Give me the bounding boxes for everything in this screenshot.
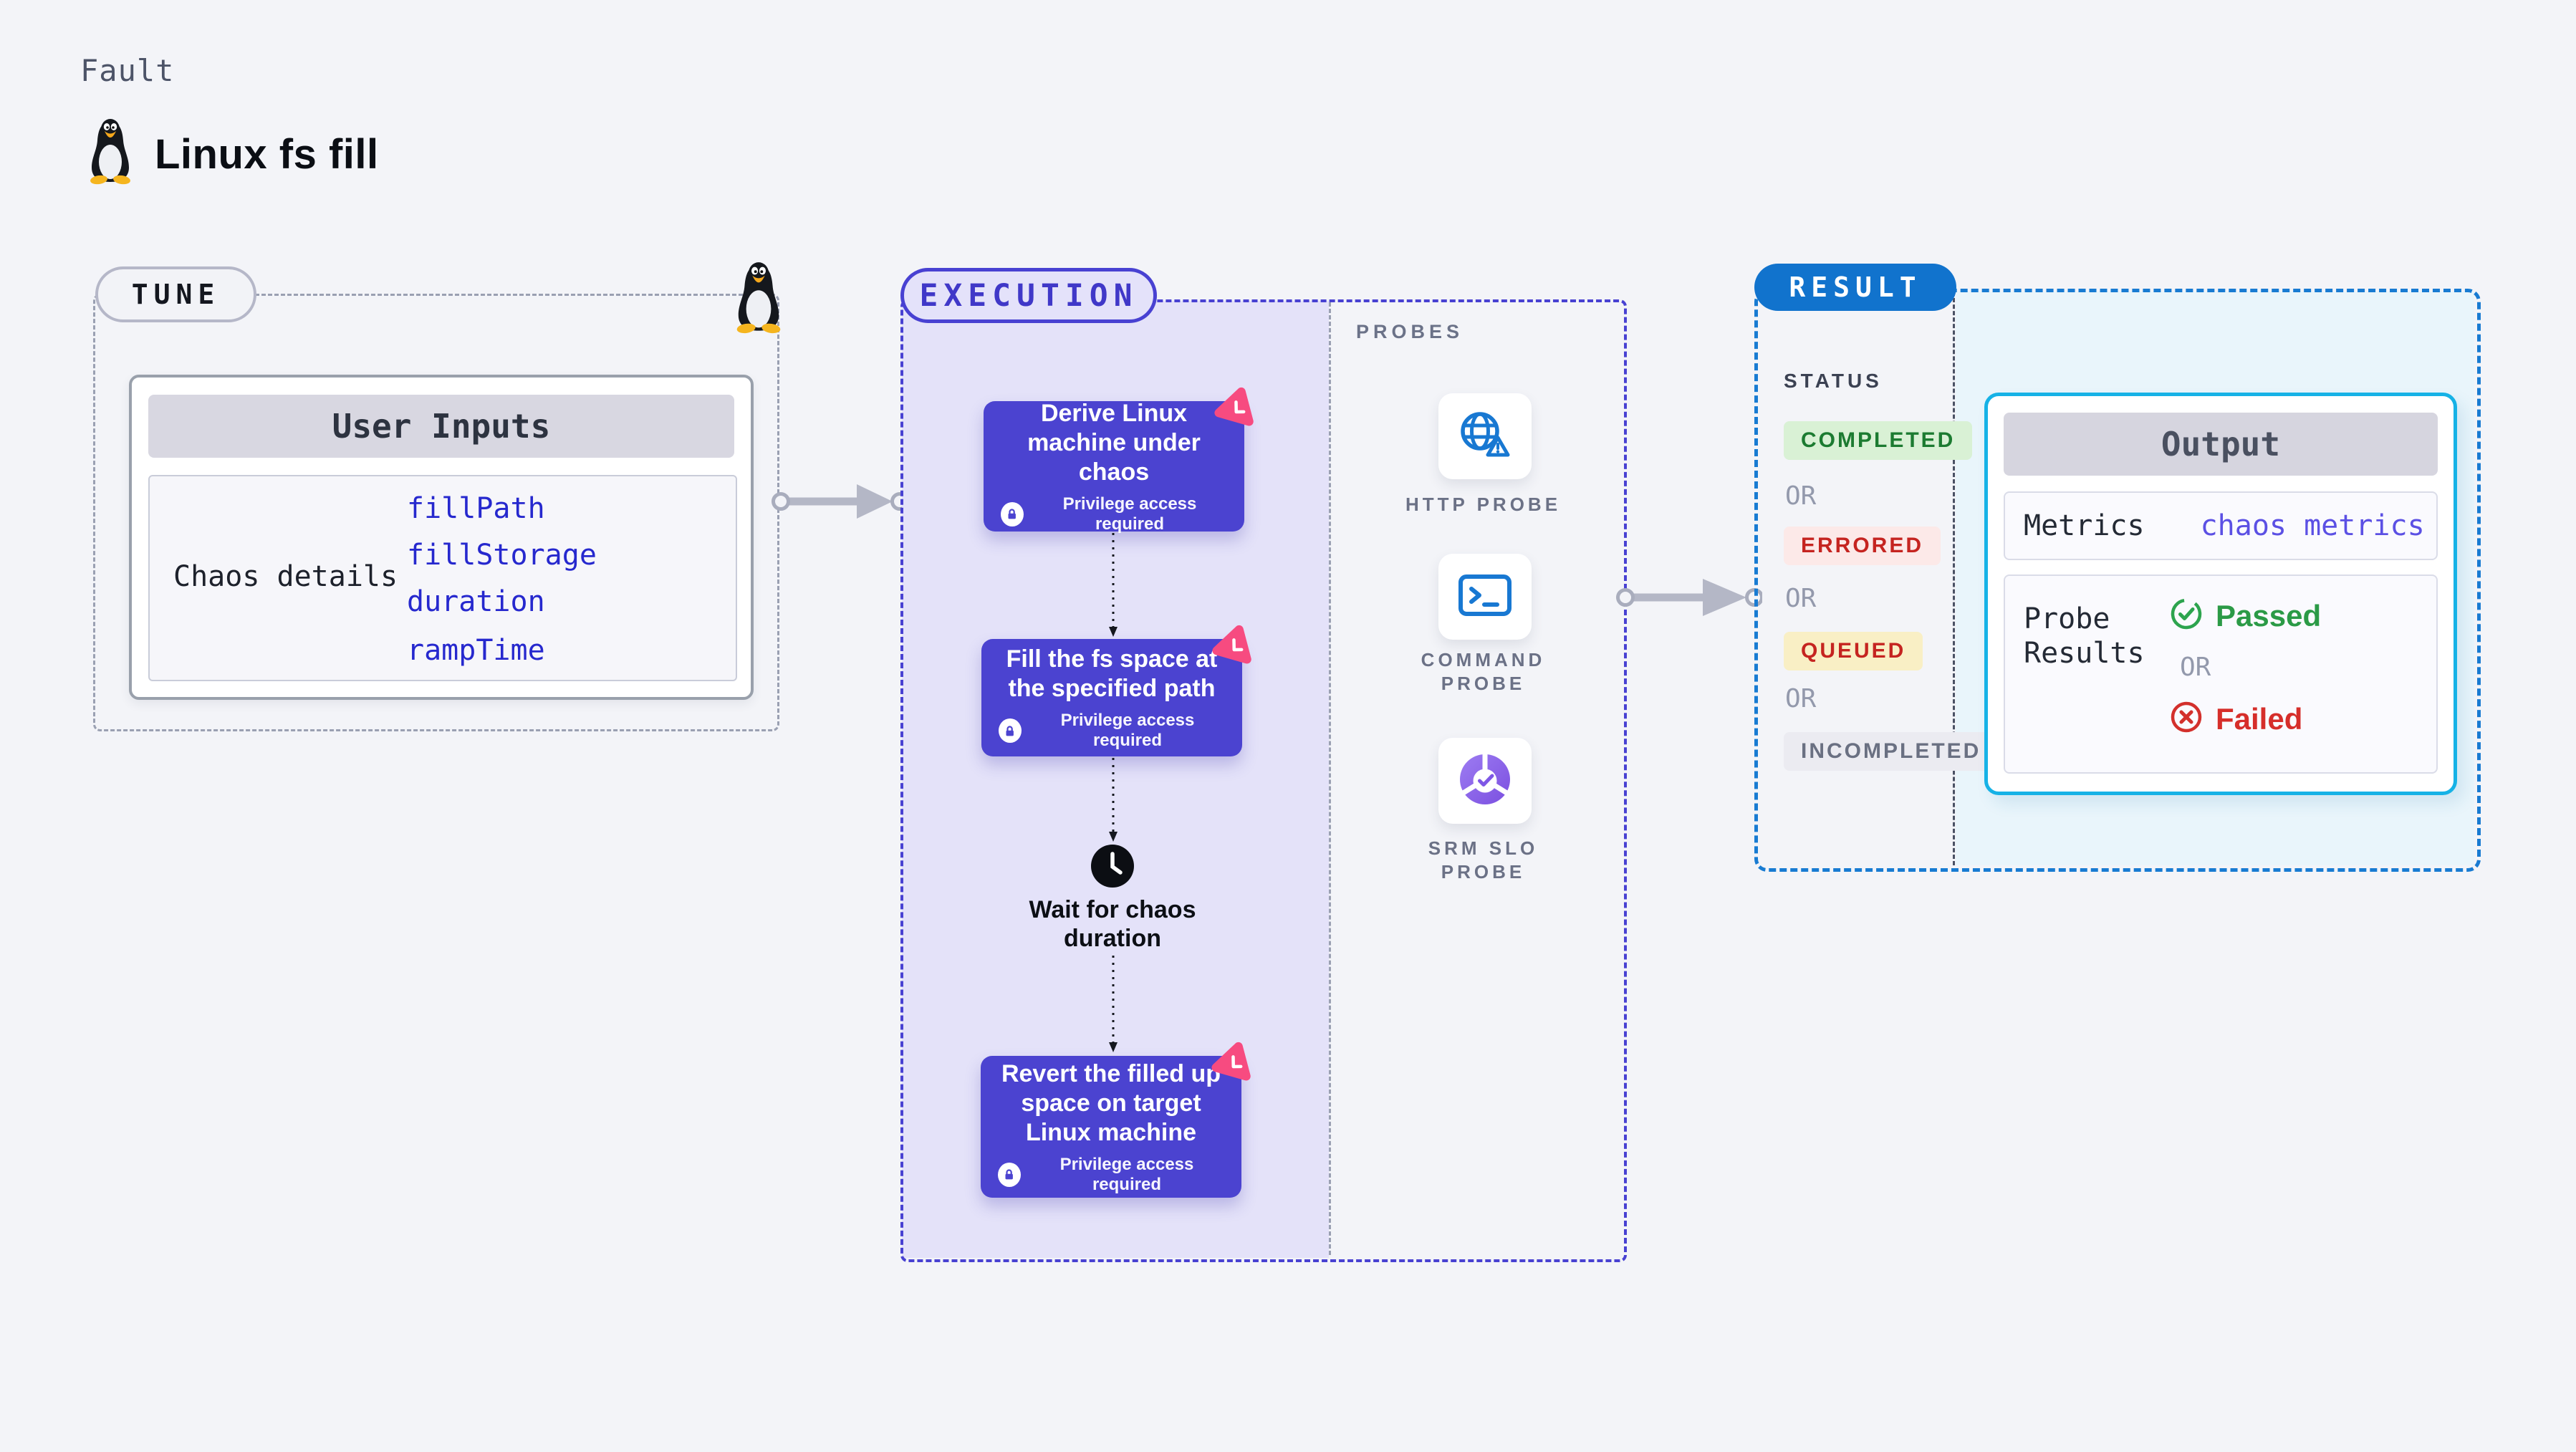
globe-alert-icon xyxy=(1455,408,1515,465)
user-inputs-body xyxy=(148,475,737,681)
probe-results-label: Probe Results xyxy=(2024,602,2145,670)
or-label: OR xyxy=(1785,481,1817,511)
step-card-fill: Fill the fs space at the specified path … xyxy=(981,639,1242,756)
result-pill: RESULT xyxy=(1754,264,1956,311)
tune-pill: TUNE xyxy=(95,266,256,322)
tux-penguin-icon-small xyxy=(735,261,782,334)
privilege-note: Privilege access required xyxy=(999,711,1225,751)
slo-donut-check-icon xyxy=(1453,748,1517,814)
status-badge-queued: QUEUED xyxy=(1784,632,1923,670)
command-probe-card xyxy=(1438,554,1532,640)
or-label: OR xyxy=(1785,584,1817,613)
tune-pill-label: TUNE xyxy=(131,279,221,310)
passed-row: Passed xyxy=(2170,597,2321,634)
lock-icon xyxy=(999,718,1022,743)
execution-group-frame xyxy=(900,299,1627,1262)
arrow-tune-to-execution xyxy=(771,479,909,524)
fault-kicker: Fault xyxy=(80,53,175,88)
lock-icon xyxy=(998,1162,1021,1187)
http-probe-label: HTTP PROBE xyxy=(1405,494,1562,515)
terminal-icon xyxy=(1457,572,1513,622)
privilege-note: Privilege access required xyxy=(998,1155,1224,1195)
step-title: Fill the fs space at the specified path xyxy=(1006,645,1218,702)
output-title: Output xyxy=(2161,425,2281,463)
privilege-note-text: Privilege access required xyxy=(1062,494,1197,534)
input-fillstorage: fillStorage xyxy=(407,539,597,572)
chaos-badge-icon xyxy=(1211,1037,1258,1085)
failed-row: Failed xyxy=(2170,701,2302,737)
input-ramptime: rampTime xyxy=(407,634,545,667)
probe-results-row: Probe Results Passed OR xyxy=(2004,574,2438,774)
page-title: Linux fs fill xyxy=(155,131,379,178)
user-inputs-card: User Inputs Chaos details fillPath fillS… xyxy=(129,375,754,700)
privilege-note-text: Privilege access required xyxy=(1060,711,1195,750)
step-title: Derive Linux machine under chaos xyxy=(1027,399,1201,486)
result-pill-label: RESULT xyxy=(1789,271,1922,303)
arrow-execution-to-result xyxy=(1615,574,1764,620)
status-badge-errored: ERRORED xyxy=(1784,527,1941,565)
execution-pill: EXECUTION xyxy=(900,268,1157,323)
input-duration: duration xyxy=(407,585,545,618)
output-header: Output xyxy=(2004,413,2438,476)
chaos-details-label: Chaos details xyxy=(173,560,398,593)
input-fillpath: fillPath xyxy=(407,492,545,525)
result-group-frame xyxy=(1754,289,2481,872)
x-circle-icon xyxy=(2170,701,2203,737)
clock-icon xyxy=(1090,843,1135,889)
srm-slo-probe-label: SRM SLO PROBE xyxy=(1428,837,1539,883)
status-badge-completed: COMPLETED xyxy=(1784,421,1973,460)
status-heading: STATUS xyxy=(1784,370,1883,392)
step-card-derive: Derive Linux machine under chaos Privile… xyxy=(984,399,1244,534)
user-inputs-header: User Inputs xyxy=(148,395,734,458)
privilege-note: Privilege access required xyxy=(1001,494,1227,534)
metrics-row: Metrics chaos metrics xyxy=(2004,491,2438,560)
or-label: OR xyxy=(2180,653,2211,682)
http-probe-card xyxy=(1438,393,1532,479)
wait-step-label: Wait for chaos duration xyxy=(1029,896,1196,952)
probe-results-values: Passed OR Failed xyxy=(2170,597,2421,737)
metrics-value: chaos metrics xyxy=(2200,509,2425,542)
flow-arrow-1 xyxy=(1107,533,1119,638)
lock-icon xyxy=(1001,501,1024,527)
failed-label: Failed xyxy=(2216,701,2303,736)
user-inputs-title: User Inputs xyxy=(332,407,551,446)
or-label: OR xyxy=(1785,684,1817,713)
chaos-badge-icon xyxy=(1211,620,1259,668)
tune-group-frame xyxy=(93,294,779,731)
chaos-badge-icon xyxy=(1213,383,1261,430)
privilege-note-text: Privilege access required xyxy=(1059,1154,1194,1194)
metrics-label: Metrics xyxy=(2024,509,2145,542)
flow-arrow-2 xyxy=(1107,758,1119,842)
step-card-revert: Revert the filled up space on target Lin… xyxy=(981,1056,1241,1198)
passed-label: Passed xyxy=(2216,598,2322,633)
command-probe-label: COMMAND PROBE xyxy=(1421,649,1546,694)
probes-heading: PROBES xyxy=(1356,321,1464,342)
execution-pill-label: EXECUTION xyxy=(919,277,1138,314)
srm-slo-probe-card xyxy=(1438,738,1532,824)
tux-penguin-icon xyxy=(89,117,132,185)
step-title: Revert the filled up space on target Lin… xyxy=(1001,1059,1221,1146)
result-divider-line xyxy=(1953,292,1955,865)
probes-divider-line xyxy=(1329,302,1331,1255)
check-circle-icon xyxy=(2170,597,2203,634)
flow-arrow-3 xyxy=(1107,956,1119,1053)
output-card: Output Metrics chaos metrics Probe Resul… xyxy=(1984,393,2457,795)
status-badge-incompleted: INCOMPLETED xyxy=(1784,732,1999,771)
